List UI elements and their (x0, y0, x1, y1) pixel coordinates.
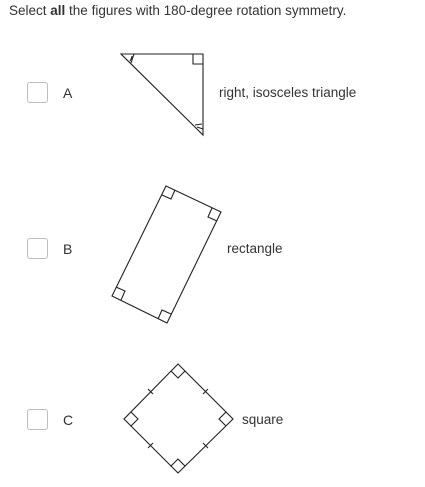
side-tick-top-right (202, 388, 209, 395)
option-b-letter: B (63, 241, 73, 257)
option-c-checkbox[interactable] (27, 409, 48, 430)
option-b-checkbox[interactable] (27, 238, 48, 259)
question-prompt: Select all the figures with 180-degree r… (9, 3, 346, 19)
angle-tick-bottom (194, 123, 204, 130)
triangle-outline (119, 53, 204, 137)
right-angle-marker-right (218, 411, 227, 427)
option-a-description: right, isosceles triangle (219, 85, 357, 100)
option-c-letter: C (63, 412, 74, 428)
right-angle-marker-top (170, 370, 186, 379)
triangle-figure (119, 53, 204, 137)
option-a-letter: A (63, 85, 73, 101)
right-angle-marker-top (161, 189, 176, 200)
option-c-description: square (242, 412, 284, 427)
right-angle-marker-right (207, 207, 218, 222)
square-outline (123, 363, 234, 474)
option-a-checkbox[interactable] (27, 82, 48, 103)
rectangle-figure (111, 185, 222, 324)
option-b-description: rectangle (227, 241, 283, 256)
angle-tick-top (129, 53, 135, 64)
question-emphasis: all (50, 3, 66, 18)
side-tick-bottom-left (147, 442, 154, 449)
question-suffix: the figures with 180-degree rotation sym… (65, 3, 347, 18)
side-tick-top-left (147, 388, 154, 395)
rectangle-outline (111, 185, 222, 324)
right-angle-marker-bottom (170, 458, 186, 467)
question-prefix: Select (9, 3, 51, 18)
right-angle-marker-left (115, 286, 126, 301)
right-angle-marker (192, 54, 203, 65)
side-tick-bottom-right (202, 442, 209, 449)
right-angle-marker-bottom (157, 309, 172, 320)
right-angle-marker-left (130, 411, 139, 427)
